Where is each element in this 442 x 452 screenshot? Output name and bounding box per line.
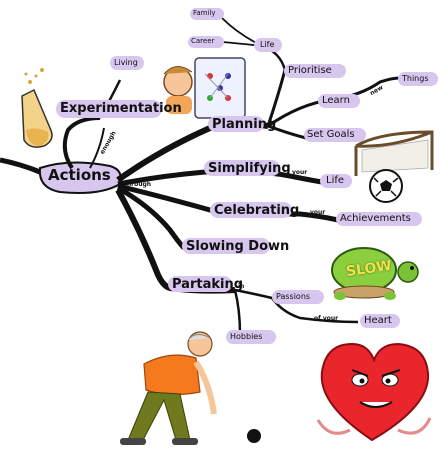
node-life-simplify: Life [326,175,345,186]
node-life-top: Life [260,40,275,49]
branch-heart [270,297,359,324]
node-prioritise: Prioritise [288,65,332,76]
branch-experimentation [62,116,101,170]
node-partaking: Partaking [172,277,244,292]
branch-prioritise [266,69,287,127]
node-passions: Passions [276,292,311,301]
bowler-illustration [120,331,261,445]
pill-things [398,72,438,86]
goal-illustration [354,130,434,176]
planner-illustration [163,57,246,119]
node-setgoals: Set Goals [307,129,355,140]
connector-in: in [238,283,245,290]
pill-career [188,36,224,48]
connector-of-your: of your [314,315,339,322]
connector-through: through [124,181,152,188]
node-experimentation: Experimentation [60,101,182,116]
pill-slowing [182,238,270,254]
pill-planning [208,116,264,132]
branch-setgoals [267,124,307,140]
node-things: Things [402,74,429,83]
node-celebrating: Celebrating [214,203,300,218]
pill-life-simplify [320,174,352,188]
node-family: Family [193,9,216,17]
branch-enough [89,127,105,169]
pill-setgoals [304,128,366,142]
node-heart: Heart [364,315,392,326]
pill-life-top [254,38,282,52]
branch-passions [234,288,273,300]
pill-experimentation [56,100,162,118]
pill-celebrating [210,202,292,218]
pill-living [110,56,144,70]
node-living: Living [114,58,138,67]
pill-hobbies [226,330,276,344]
pill-passions [272,290,324,304]
node-simplifying: Simplifying [208,161,291,176]
branch-hobbies [233,289,242,335]
node-actions: Actions [48,166,111,184]
node-slowing-down: Slowing Down [186,239,290,254]
connector-your-celebrate: your [310,209,326,216]
branch-slowing [116,185,186,250]
node-learn: Learn [322,95,350,106]
pill-family [190,8,224,20]
flask-illustration [21,68,53,148]
pill-simplifying [204,160,280,176]
pill-partaking [168,276,232,292]
node-planning: Planning [212,117,277,132]
node-hobbies: Hobbies [230,332,263,341]
heart-illustration [316,342,432,442]
node-achievements: Achievements [340,213,411,224]
pill-achievements [336,212,422,226]
connector-your-simplify: your [292,169,308,176]
pill-prioritise [284,64,346,78]
left-stub [0,157,41,175]
node-career: Career [191,37,215,45]
pill-learn [318,94,360,108]
pill-heart [360,314,400,328]
soccer-ball-illustration [369,169,403,203]
turtle-illustration [331,247,419,300]
